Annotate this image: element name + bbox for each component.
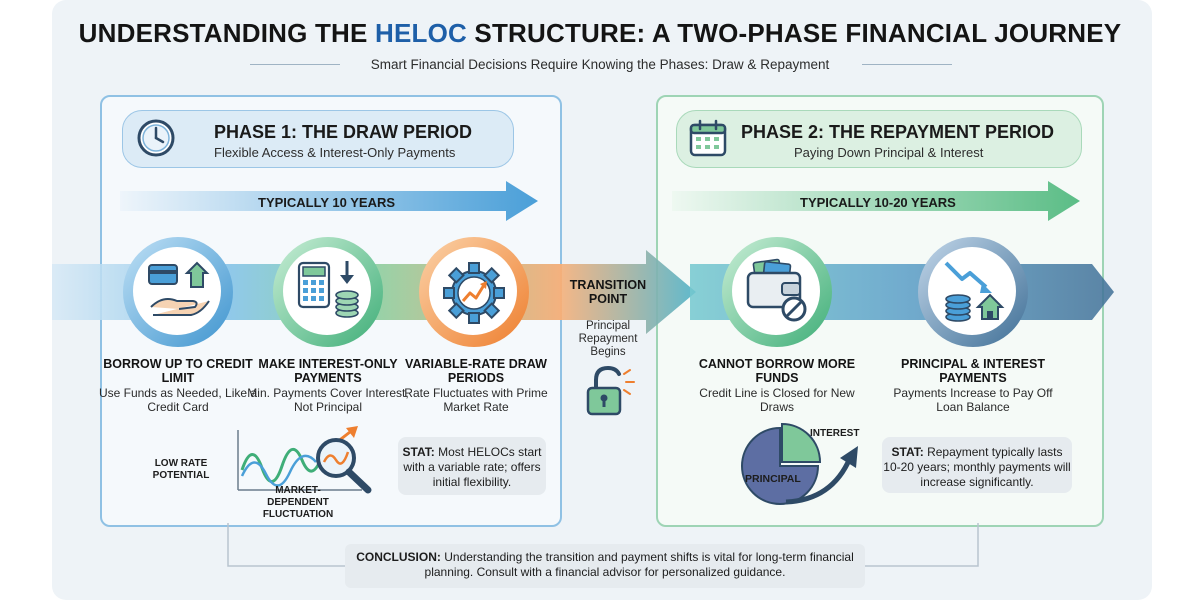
step-cannot-borrow-desc: Credit Line is Closed for New Draws bbox=[699, 386, 855, 414]
conclusion-label: CONCLUSION: bbox=[356, 550, 441, 564]
subtitle-rule-left bbox=[250, 64, 340, 65]
principal-interest-pie bbox=[741, 422, 858, 505]
calculator-coins-icon bbox=[297, 261, 359, 318]
gear-chart-icon bbox=[443, 262, 505, 324]
phase1-duration-arrow bbox=[120, 181, 538, 221]
wallet-blocked-icon bbox=[746, 258, 807, 322]
coins-house-down-icon bbox=[944, 261, 1005, 322]
market-dependent-label: MARKET-DEPENDENT FLUCTUATION bbox=[262, 485, 334, 520]
step-pi-payments-circle bbox=[918, 237, 1028, 347]
padlock-icon bbox=[586, 365, 635, 416]
phase1-stat: STAT: Most HELOCs start with a variable … bbox=[398, 437, 546, 495]
title-part-2: STRUCTURE: A TWO-PHASE FINANCIAL JOURNEY bbox=[466, 18, 1122, 48]
conclusion-text: Understanding the transition and payment… bbox=[424, 550, 854, 579]
phase1-header bbox=[122, 110, 514, 168]
transition-title: TRANSITION POINT bbox=[569, 278, 647, 306]
phase1-stat-label: STAT: bbox=[402, 445, 435, 459]
step-pi-payments-title: PRINCIPAL & INTEREST PAYMENTS bbox=[901, 357, 1045, 385]
conclusion-box: CONCLUSION: Understanding the transition… bbox=[345, 544, 865, 588]
phase2-title: PHASE 2: THE REPAYMENT PERIOD bbox=[741, 122, 1055, 142]
step-borrow-circle bbox=[123, 237, 233, 347]
phase2-stat-text: Repayment typically lasts 10-20 years; m… bbox=[883, 445, 1071, 489]
step-variable-title: VARIABLE-RATE DRAW PERIODS bbox=[405, 357, 547, 385]
interest-label: INTEREST bbox=[810, 428, 860, 439]
transition-desc: Principal Repayment Begins bbox=[578, 320, 638, 358]
step-interest-title: MAKE INTEREST-ONLY PAYMENTS bbox=[258, 357, 398, 385]
rate-fluctuation-illustration bbox=[237, 426, 372, 494]
phase2-stat: STAT: Repayment typically lasts 10-20 ye… bbox=[882, 437, 1072, 493]
step-interest-desc: Min. Payments Cover Interest, Not Princi… bbox=[247, 386, 409, 414]
step-cannot-borrow-title: CANNOT BORROW MORE FUNDS bbox=[698, 357, 856, 385]
step-variable-desc: Rate Fluctuates with Prime Market Rate bbox=[404, 386, 548, 414]
phase2-header bbox=[676, 110, 1082, 168]
calendar-icon bbox=[689, 119, 727, 157]
phase1-title: PHASE 1: THE DRAW PERIOD bbox=[214, 122, 473, 142]
step-pi-payments-desc: Payments Increase to Pay Off Loan Balanc… bbox=[893, 386, 1053, 414]
page-title: UNDERSTANDING THE HELOC STRUCTURE: A TWO… bbox=[0, 18, 1200, 49]
phase1-subtitle: Flexible Access & Interest-Only Payments bbox=[214, 145, 456, 160]
subtitle-rule-right bbox=[862, 64, 952, 65]
step-borrow-title: BORROW UP TO CREDIT LIMIT bbox=[103, 357, 253, 385]
principal-label: PRINCIPAL bbox=[745, 473, 801, 485]
phase2-subtitle: Paying Down Principal & Interest bbox=[794, 145, 984, 160]
title-highlight: HELOC bbox=[374, 18, 467, 48]
title-part-1: UNDERSTANDING THE bbox=[78, 18, 375, 48]
low-rate-label: LOW RATE POTENTIAL bbox=[152, 458, 210, 481]
page-subtitle: Smart Financial Decisions Require Knowin… bbox=[370, 57, 830, 72]
phase1-duration-label: TYPICALLY 10 YEARS bbox=[258, 195, 396, 210]
phase2-duration-arrow bbox=[672, 181, 1080, 221]
clock-icon bbox=[137, 119, 175, 157]
card-hand-house-icon bbox=[148, 261, 210, 316]
phase2-duration-label: TYPICALLY 10-20 YEARS bbox=[800, 195, 956, 210]
step-borrow-desc: Use Funds as Needed, Like a Credit Card bbox=[98, 386, 258, 414]
phase2-stat-label: STAT: bbox=[891, 445, 924, 459]
phase1-stat-text: Most HELOCs start with a variable rate; … bbox=[403, 445, 542, 489]
